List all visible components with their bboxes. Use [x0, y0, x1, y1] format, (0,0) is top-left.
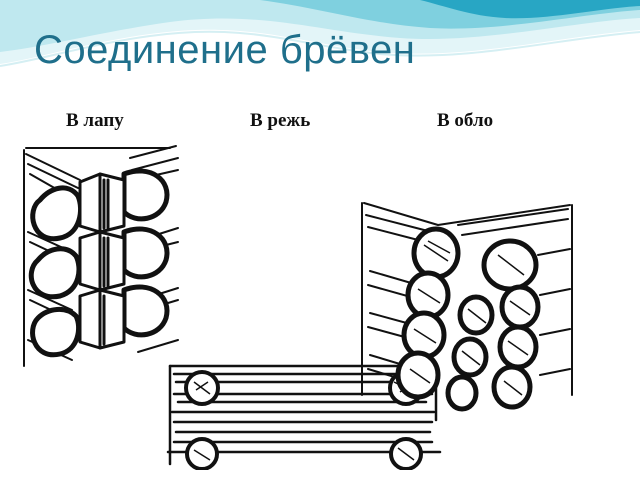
caption-v-oblo: В обло [437, 110, 494, 131]
slide-title: Соединение брёвен [34, 28, 416, 72]
illustration-v-rezh [166, 364, 442, 470]
caption-v-lapu: В лапу [66, 110, 124, 131]
caption-v-rezh: В режь [250, 110, 311, 131]
illustration-v-oblo [361, 202, 573, 412]
illustration-v-lapu [23, 145, 179, 367]
header-wave-decoration [0, 0, 640, 67]
